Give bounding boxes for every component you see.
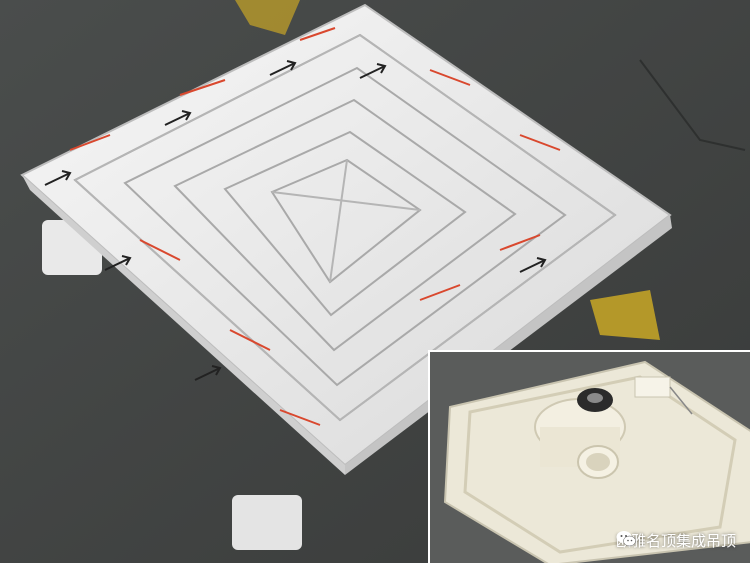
fan-cable xyxy=(669,386,693,415)
fan-outlet-hole xyxy=(586,453,610,471)
fan-motor-hub xyxy=(587,393,603,403)
inset-fan-photo xyxy=(430,352,750,563)
inset-photo: 欧雅名顶集成吊顶 xyxy=(428,350,750,563)
film-arrows xyxy=(44,60,547,381)
yellow-floor-mark xyxy=(235,0,300,35)
floor-crack xyxy=(639,59,746,151)
foam-block-bottom xyxy=(232,495,302,550)
protective-film-print xyxy=(69,27,561,426)
wechat-icon xyxy=(616,531,636,547)
ceiling-panel-edge xyxy=(22,175,345,475)
yellow-floor-mark-right xyxy=(590,290,660,340)
watermark: 欧雅名顶集成吊顶 xyxy=(616,530,736,551)
control-box xyxy=(634,376,671,398)
ceiling-panel-edge-right xyxy=(345,215,672,475)
watermark-text: 欧雅名顶集成吊顶 xyxy=(615,532,736,550)
diffuser-seams xyxy=(74,34,616,421)
